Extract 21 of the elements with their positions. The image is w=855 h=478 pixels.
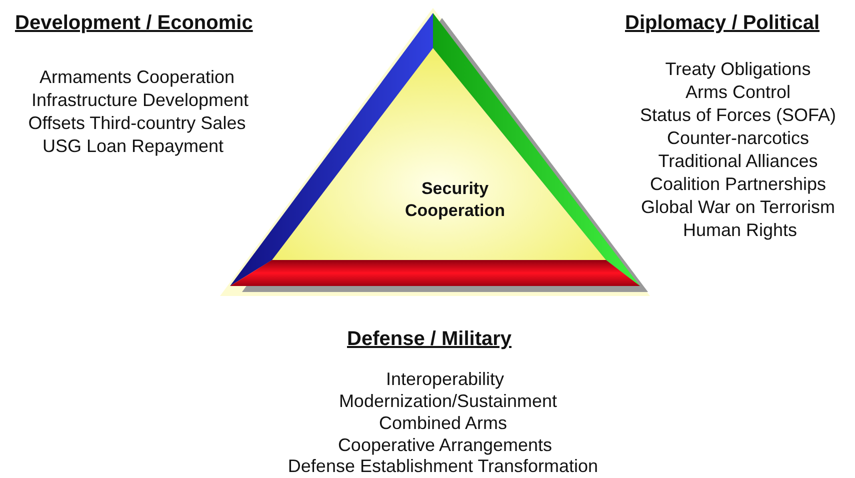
section-heading: Diplomacy / Political <box>625 12 820 34</box>
section-heading: Defense / Military <box>347 328 512 350</box>
list-item: Cooperative Arrangements <box>338 434 552 456</box>
list-item: Offsets Third-country Sales <box>28 112 246 134</box>
list-item: Interoperability <box>386 368 504 390</box>
list-item: Arms Control <box>685 81 791 103</box>
center-label: Security Cooperation <box>404 178 506 222</box>
list-item: Armaments Cooperation <box>39 66 235 88</box>
list-item: Traditional Alliances <box>658 150 818 172</box>
list-item: Status of Forces (SOFA) <box>640 104 836 126</box>
list-item: Infrastructure Development <box>31 89 249 111</box>
list-item: Human Rights <box>682 219 798 241</box>
section-heading: Development / Economic <box>15 12 253 34</box>
list-item: Coalition Partnerships <box>650 173 826 195</box>
list-item: Modernization/Sustainment <box>338 390 558 412</box>
list-item: Treaty Obligations <box>665 58 811 80</box>
list-item: Counter-narcotics <box>666 127 810 149</box>
list-item: Combined Arms <box>378 412 508 434</box>
list-item: Global War on Terrorism <box>640 196 836 218</box>
list-item: Defense Establishment Transformation <box>288 455 598 477</box>
list-item: USG Loan Repayment <box>42 135 224 157</box>
